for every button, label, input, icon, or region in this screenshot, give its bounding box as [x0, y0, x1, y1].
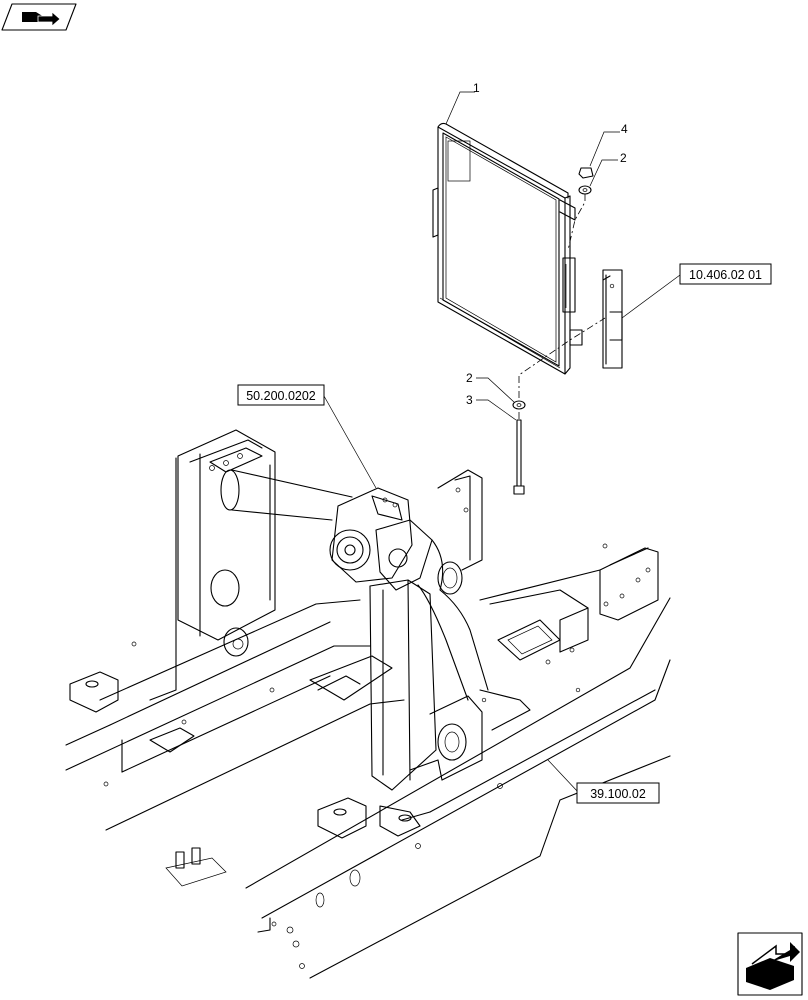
callout-item-4: 4	[621, 122, 628, 136]
center-upright	[369, 579, 483, 791]
ref-frame-label: 39.100.02	[590, 787, 646, 801]
callout-item-2-lower: 2	[466, 371, 473, 385]
cross-tube	[220, 464, 353, 601]
bolt-item-3	[513, 419, 525, 495]
mounting-bracket	[602, 269, 623, 369]
next-page-icon[interactable]	[737, 932, 803, 996]
ref-bracket-label: 10.406.02 01	[689, 268, 762, 282]
nut-item-4	[578, 167, 594, 179]
washer-upper-item-2	[578, 185, 592, 195]
ref-box-frame[interactable]: 39.100.02	[576, 782, 660, 804]
ref-box-bracket[interactable]: 10.406.02 01	[679, 263, 772, 285]
callout-item-3: 3	[466, 393, 473, 407]
ref-box-compressor[interactable]: 50.200.0202	[237, 384, 325, 406]
condenser-assembly	[432, 122, 583, 375]
left-upright	[149, 429, 276, 701]
leader-lines	[323, 91, 681, 793]
right-upright	[437, 469, 659, 621]
callout-item-1: 1	[473, 81, 480, 95]
washer-lower-item-2	[512, 400, 526, 410]
callout-item-2-upper: 2	[620, 151, 627, 165]
previous-page-icon[interactable]	[1, 3, 77, 31]
ref-compressor-label: 50.200.0202	[246, 389, 316, 403]
main-frame	[65, 543, 671, 979]
